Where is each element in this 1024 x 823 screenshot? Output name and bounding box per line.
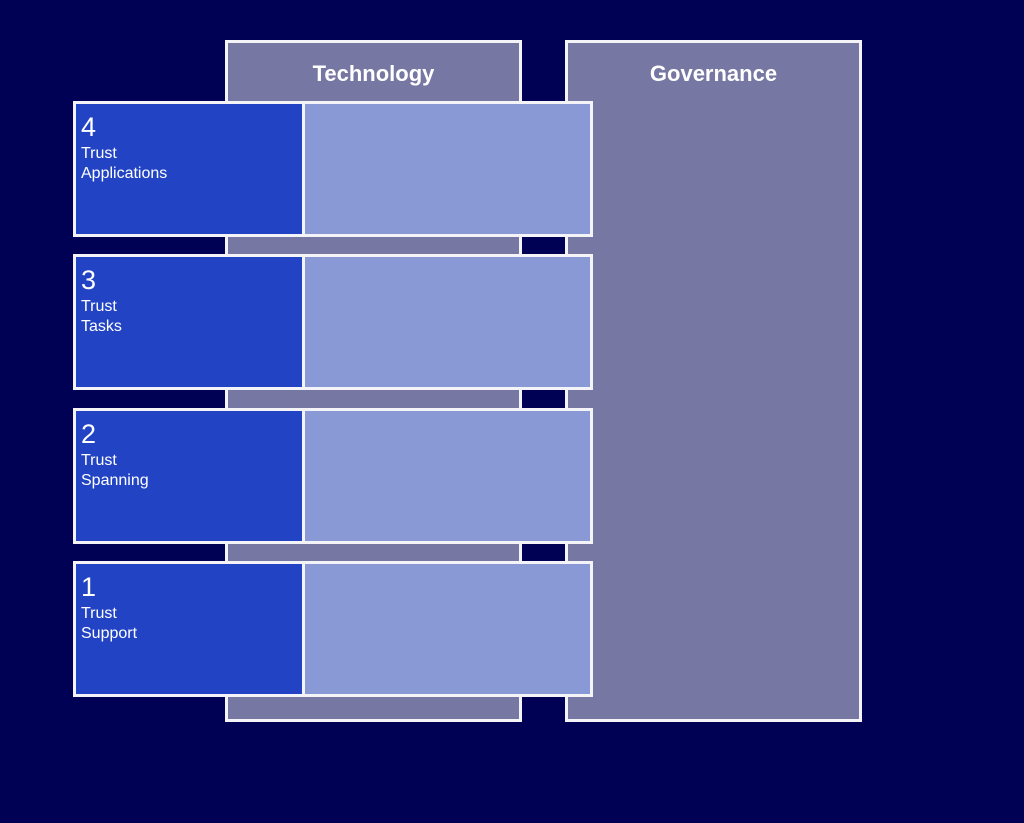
layer-row-trust-spanning: 2 Trust Spanning [73, 408, 593, 544]
layer-row-trust-support: 1 Trust Support [73, 561, 593, 697]
layer-label-line2: Spanning [81, 472, 149, 489]
layer-label-line2: Applications [81, 165, 168, 182]
layer-label: Trust Applications [81, 144, 167, 184]
layer-label-line1: Trust [81, 298, 117, 315]
layer-number: 1 [81, 572, 97, 602]
layer-label: Trust Spanning [81, 451, 149, 491]
layer-label-line1: Trust [81, 145, 117, 162]
layer-number: 4 [81, 112, 97, 142]
layer-label-line1: Trust [81, 605, 117, 622]
layer-label-line2: Support [81, 625, 138, 642]
layer-label-line2: Tasks [81, 318, 122, 335]
layer-label-line1: Trust [81, 452, 117, 469]
layer-label: Trust Support [81, 604, 137, 644]
layer-number: 2 [81, 419, 97, 449]
technology-column-title: Technology [312, 61, 435, 86]
layer-row-trust-applications: 4 Trust Applications [73, 101, 593, 237]
governance-column: Governance [565, 40, 862, 722]
technology-overlap-cell [302, 254, 593, 390]
technology-overlap-cell [302, 408, 593, 544]
layer-label: Trust Tasks [81, 297, 122, 337]
layer-number: 3 [81, 265, 97, 295]
technology-overlap-cell [302, 101, 593, 237]
technology-overlap-cell [302, 561, 593, 697]
layer-row-trust-tasks: 3 Trust Tasks [73, 254, 593, 390]
governance-column-title: Governance [649, 61, 778, 86]
